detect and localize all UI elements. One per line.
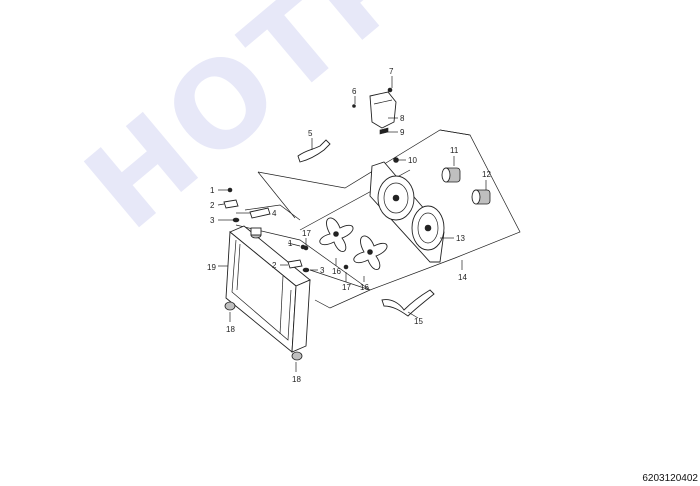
callout-14: 14 — [458, 273, 467, 282]
radiator — [225, 225, 311, 353]
lower-hose — [381, 289, 435, 317]
callout-17-b: 17 — [342, 283, 351, 292]
fan-blade-upper — [319, 217, 354, 252]
callout-18-b: 18 — [292, 375, 301, 384]
callout-6: 6 — [352, 87, 357, 96]
callout-9: 9 — [400, 128, 405, 137]
callout-2: 2 — [210, 201, 215, 210]
fan-shroud — [369, 161, 445, 263]
upper-hose — [297, 139, 331, 163]
hardware — [223, 104, 399, 361]
callout-12: 12 — [482, 170, 491, 179]
callout-7: 7 — [389, 67, 394, 76]
expansion-tank — [369, 87, 397, 135]
callout-13: 13 — [456, 234, 465, 243]
callout-16-a: 16 — [332, 267, 341, 276]
callout-labels: 1 2 3 4 5 6 7 8 9 10 11 12 13 14 15 16 1… — [207, 67, 491, 384]
drawing-code: 6203120402 — [642, 473, 698, 484]
callout-3: 3 — [210, 216, 215, 225]
callout-5: 5 — [308, 129, 313, 138]
callout-8: 8 — [400, 114, 405, 123]
callout-10: 10 — [408, 156, 417, 165]
fan-blade-lower — [353, 235, 388, 270]
callout-3-b: 3 — [320, 266, 325, 275]
callout-15: 15 — [414, 317, 423, 326]
radiator-cap — [250, 227, 262, 239]
leader-lines — [217, 76, 487, 372]
bracket — [249, 207, 271, 219]
callout-1: 1 — [210, 186, 215, 195]
fan-motor-right — [471, 189, 491, 205]
callout-11: 11 — [450, 146, 459, 155]
callout-1-b: 1 — [288, 239, 293, 248]
callout-2-b: 2 — [272, 261, 277, 270]
callout-17-a: 17 — [302, 229, 311, 238]
callout-16-b: 16 — [360, 283, 369, 292]
fan-motor-left — [441, 167, 461, 183]
callout-18-a: 18 — [226, 325, 235, 334]
callout-4: 4 — [272, 209, 277, 218]
callout-19: 19 — [207, 263, 216, 272]
